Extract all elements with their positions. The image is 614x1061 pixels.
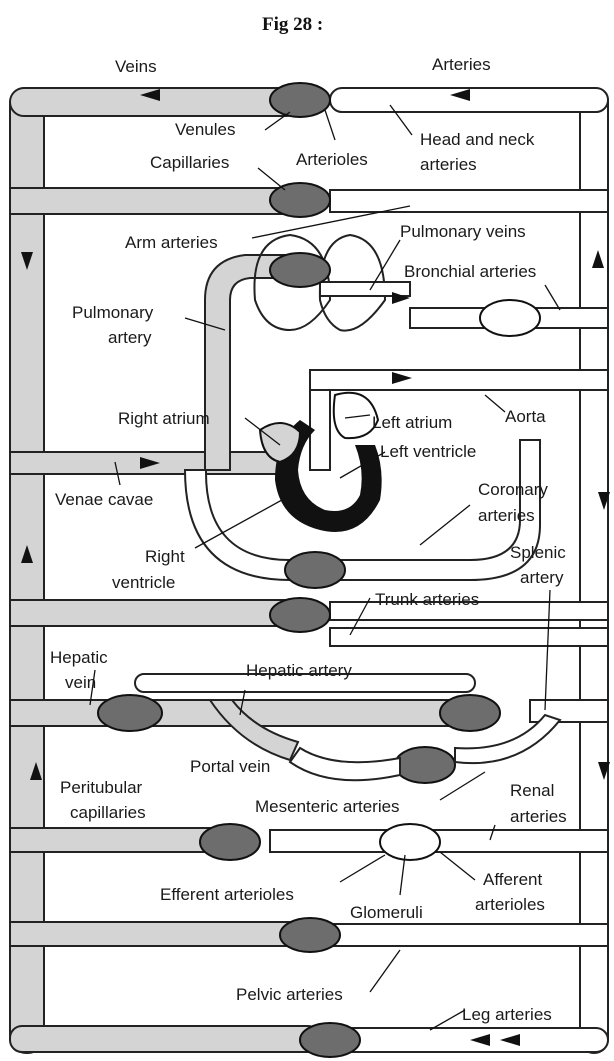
capillary-bed-spleen — [440, 695, 500, 731]
label-capillaries: Capillaries — [150, 153, 229, 172]
label-left-atrium: Left atrium — [372, 413, 452, 432]
label-pelvic-arteries: Pelvic arteries — [236, 985, 343, 1004]
label-right-ventricle-2: ventricle — [112, 573, 175, 592]
capillary-bed-pelvis — [280, 918, 340, 952]
label-peritubular-2: capillaries — [70, 803, 146, 822]
label-left-ventricle: Left ventricle — [380, 442, 476, 461]
label-afferent-1: Afferent — [483, 870, 543, 889]
capillary-bed-head — [270, 83, 330, 117]
label-peritubular-1: Peritubular — [60, 778, 143, 797]
capillary-bed-peritubular — [200, 824, 260, 860]
figure-title: Fig 28 : — [262, 14, 323, 35]
capillary-bed-glomeruli — [380, 824, 440, 860]
label-coronary-1: Coronary — [478, 480, 548, 499]
label-arm-arteries: Arm arteries — [125, 233, 218, 252]
label-mesenteric-arteries: Mesenteric arteries — [255, 797, 400, 816]
label-right-ventricle-1: Right — [145, 547, 185, 566]
label-efferent-arterioles: Efferent arterioles — [160, 885, 294, 904]
label-renal-1: Renal — [510, 781, 554, 800]
label-pulmonary-artery-1: Pulmonary — [72, 303, 154, 322]
label-coronary-2: arteries — [478, 506, 535, 525]
label-head-neck-1: Head and neck — [420, 130, 535, 149]
label-trunk-arteries: Trunk arteries — [375, 590, 479, 609]
label-arterioles: Arterioles — [296, 150, 368, 169]
capillary-bed-trunk — [270, 598, 330, 632]
label-splenic-2: artery — [520, 568, 564, 587]
label-hepatic-artery: Hepatic artery — [246, 661, 352, 680]
capillary-bed-legs — [300, 1023, 360, 1057]
label-venules: Venules — [175, 120, 236, 139]
capillary-bed-intestine — [395, 747, 455, 783]
label-head-neck-2: arteries — [420, 155, 477, 174]
label-venae-cavae: Venae cavae — [55, 490, 153, 509]
label-pulmonary-veins: Pulmonary veins — [400, 222, 526, 241]
label-bronchial-arteries: Bronchial arteries — [404, 262, 536, 281]
label-hepatic-vein-1: Hepatic — [50, 648, 108, 667]
capillary-bed-coronary — [285, 552, 345, 588]
label-renal-2: arteries — [510, 807, 567, 826]
label-glomeruli: Glomeruli — [350, 903, 423, 922]
label-arteries: Arteries — [432, 55, 491, 74]
label-hepatic-vein-2: vein — [65, 673, 96, 692]
label-splenic-1: Splenic — [510, 543, 566, 562]
label-leg-arteries: Leg arteries — [462, 1005, 552, 1024]
label-aorta: Aorta — [505, 407, 546, 426]
capillary-bed-liver — [98, 695, 162, 731]
capillary-bed-lung — [270, 253, 330, 287]
label-afferent-2: arterioles — [475, 895, 545, 914]
label-veins: Veins — [115, 57, 157, 76]
label-pulmonary-artery-2: artery — [108, 328, 152, 347]
label-right-atrium: Right atrium — [118, 409, 210, 428]
capillary-bed-bronchial — [480, 300, 540, 336]
capillary-bed-arm — [270, 183, 330, 217]
label-portal-vein: Portal vein — [190, 757, 270, 776]
